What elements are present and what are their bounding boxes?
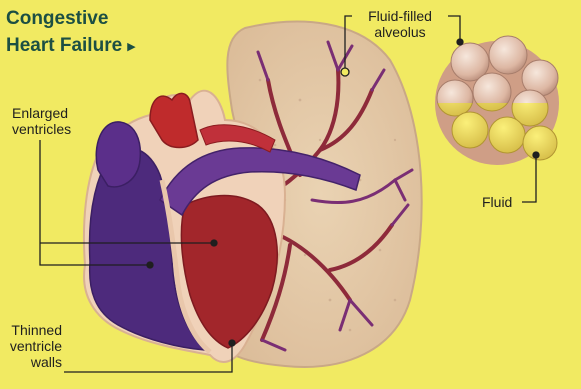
label-alveolus-line2: alveolus (354, 24, 446, 40)
label-alveolus-line1: Fluid-filled (354, 8, 446, 24)
alveolus-cluster (435, 36, 559, 165)
leader-dot-lung (341, 68, 349, 76)
label-thinned-line2: ventricle (0, 338, 62, 354)
title-text-2: Heart Failure (6, 35, 122, 56)
label-enlarged-line2: ventricles (12, 121, 71, 137)
leader-dot-thinned (229, 340, 235, 346)
leader-dot-fluid (533, 152, 539, 158)
label-enlarged-line1: Enlarged (12, 105, 71, 121)
title-line-2: Heart Failure ▸ (6, 35, 135, 58)
label-enlarged-ventricles: Enlarged ventricles (12, 105, 71, 137)
label-thinned-line3: walls (0, 354, 62, 370)
title-line-1: Congestive (6, 8, 108, 30)
leader-dot-right-ventricle (147, 262, 153, 268)
leader-dot-left-ventricle (211, 240, 217, 246)
label-fluid-filled-alveolus: Fluid-filled alveolus (354, 8, 446, 40)
leader-dot-alveolus (457, 39, 463, 45)
label-thinned-line1: Thinned (0, 322, 62, 338)
title-arrow-icon: ▸ (127, 38, 135, 55)
label-fluid: Fluid (482, 194, 512, 210)
right-atrium (96, 122, 140, 187)
leader-fluid (522, 155, 536, 202)
label-thinned-walls: Thinned ventricle walls (0, 322, 62, 370)
